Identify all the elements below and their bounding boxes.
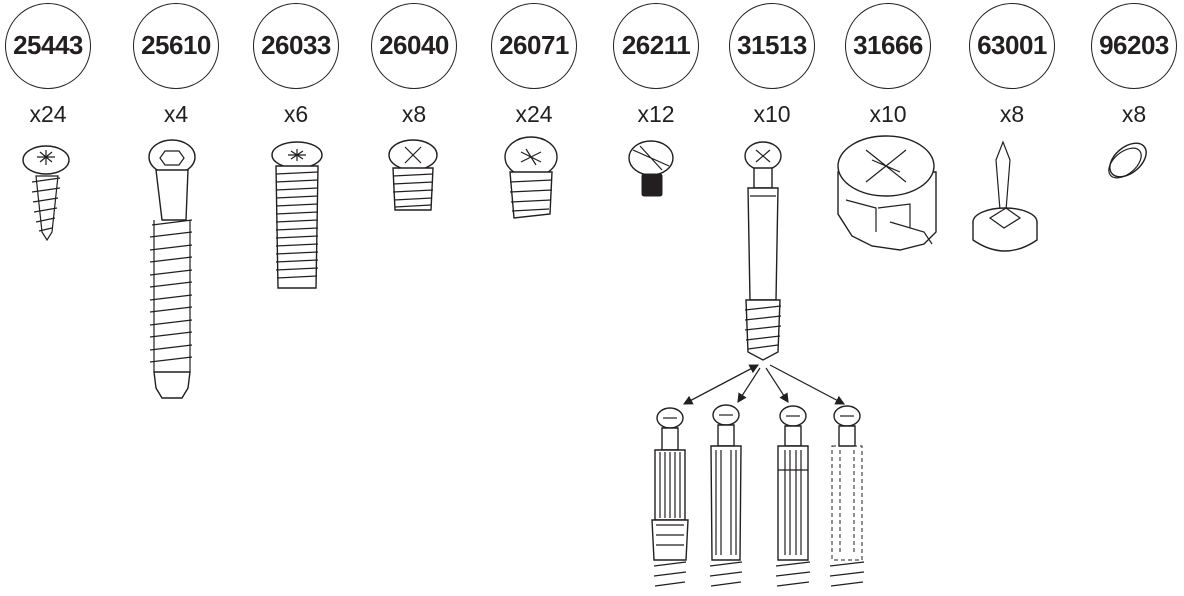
cam-dowel-icon [744, 141, 782, 361]
nail-glide-icon [972, 140, 1038, 252]
part-quantity-label: x4 [163, 101, 189, 127]
machine-screw-icon [628, 140, 674, 197]
part-number-label: 26040 [379, 30, 449, 60]
part-number-label: 26071 [499, 30, 569, 60]
long-euro-screw-icon [271, 141, 323, 289]
cover-cap-icon [1108, 142, 1147, 179]
long-hex-socket-screw-icon [148, 139, 196, 399]
part-number-circle [491, 3, 577, 89]
part-quantity-label: x24 [29, 101, 67, 127]
part-25443: 25443 x24 [2, 0, 98, 130]
part-number-circle [1091, 3, 1177, 89]
part-quantity-label: x24 [515, 101, 553, 127]
part-number-circle [845, 3, 931, 89]
part-quantity-label: x10 [753, 101, 791, 127]
part-96203: 96203 x8 [1088, 0, 1184, 130]
cam-lock-icon [837, 135, 937, 251]
short-euro-screw-icon [388, 139, 438, 211]
part-26211: 26211 x12 [610, 0, 706, 130]
part-number-circle [969, 3, 1055, 89]
part-number-label: 31666 [853, 30, 923, 60]
part-number-label: 25443 [13, 30, 83, 60]
part-26071: 26071 x24 [488, 0, 584, 130]
part-quantity-label: x8 [999, 101, 1025, 127]
part-number-label: 26211 [621, 30, 691, 60]
cam-dowel-variants-icon [651, 364, 865, 587]
part-number-circle [729, 3, 815, 89]
part-31513: 31513 x10 [726, 0, 822, 130]
part-number-label: 96203 [1099, 30, 1169, 60]
euro-screw-icon [504, 136, 558, 219]
part-26040: 26040 x8 [368, 0, 464, 130]
part-quantity-label: x8 [1121, 101, 1147, 127]
part-quantity-label: x10 [869, 101, 907, 127]
part-63001: 63001 x8 [966, 0, 1062, 130]
part-number-label: 63001 [977, 30, 1047, 60]
part-number-label: 25610 [141, 30, 211, 60]
part-number-label: 26033 [261, 30, 331, 60]
part-number-circle [253, 3, 339, 89]
part-quantity-label: x12 [637, 101, 675, 127]
part-number-circle [613, 3, 699, 89]
part-number-circle [371, 3, 457, 89]
part-quantity-label: x8 [401, 101, 427, 127]
part-number-label: 31513 [737, 30, 807, 60]
part-26033: 26033 x6 [250, 0, 346, 130]
part-number-circle [133, 3, 219, 89]
part-quantity-label: x6 [283, 101, 309, 127]
part-31666: 31666 x10 [842, 0, 938, 130]
part-25610: 25610 x4 [130, 0, 226, 130]
part-number-circle [5, 3, 91, 89]
pan-head-wood-screw-icon [22, 145, 70, 242]
